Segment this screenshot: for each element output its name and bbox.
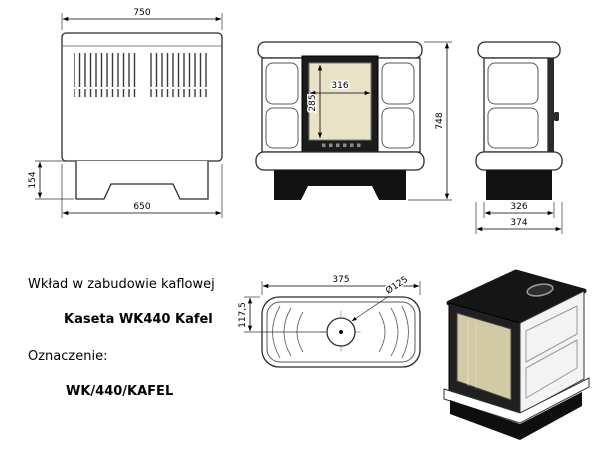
dim-side-depth-outer: 374 [475,202,563,234]
dim-base-height: 154 [28,160,74,200]
persp-side-face [519,290,585,415]
dim-375-label: 375 [332,275,349,285]
dim-flue-offset: 117,5 [238,296,326,333]
side-tile-lower [487,107,539,149]
persp-side-tile-lower [525,339,578,399]
side-pedestal [486,170,552,200]
persp-glass [456,312,512,401]
perspective-view [443,269,590,440]
side-top-plate [477,41,561,59]
dim-650-label: 650 [133,202,150,212]
back-base [75,161,209,200]
front-door-glass [308,62,372,141]
side-view: 326 374 [475,41,563,234]
dim-glass-height: 285 [307,64,323,139]
side-tile-upper [487,62,539,105]
front-tile-left-upper [265,62,299,105]
side-plinth [475,151,563,171]
dim-154-label: 154 [28,171,38,188]
dim-total-height: 748 [408,41,452,201]
back-vent-slots-right [148,53,210,97]
front-tile-right-upper [381,62,415,105]
dim-374-label: 374 [510,218,527,228]
front-view: 316 285 748 [255,41,452,201]
persp-plinth [443,377,590,424]
top-flue-center [339,330,343,334]
dim-285-label: 285 [308,94,318,111]
persp-flue-hole [526,283,554,297]
dim-flue-diameter-label: Ø125 [384,274,410,296]
front-tile-right-lower [381,107,415,149]
front-pedestal [274,170,406,200]
back-view: 750 650 154 [28,8,223,218]
dim-top-width: 375 [261,275,421,295]
dim-326-label: 326 [510,202,527,212]
persp-glass-reflections [467,320,477,389]
dim-back-top-width: 750 [61,8,223,30]
front-tile-left-lower [265,107,299,149]
side-handle [554,112,559,121]
caption-designation-code: WK/440/KAFEL [66,384,174,399]
dim-748-label: 748 [435,112,445,129]
persp-side-tile-upper [525,305,578,363]
caption-designation-label: Oznaczenie: [28,349,108,364]
back-vent-slots-left [74,53,136,97]
front-plinth [255,151,425,171]
persp-pedestal [450,392,582,440]
side-door-edge [548,58,554,152]
side-body [483,57,549,153]
caption-model-name: Kaseta WK440 Kafel [64,312,213,327]
dim-back-bottom-width: 650 [61,164,223,218]
front-door-vents [322,143,361,147]
dim-side-depth-inner: 326 [483,202,555,218]
caption-description: Wkład w zabudowie kaflowej [28,277,215,292]
dim-316-label: 316 [331,81,348,91]
dim-750-label: 750 [133,8,150,18]
dim-117-label: 117,5 [238,302,248,328]
top-view: 375 Ø125 117,5 [238,273,421,368]
